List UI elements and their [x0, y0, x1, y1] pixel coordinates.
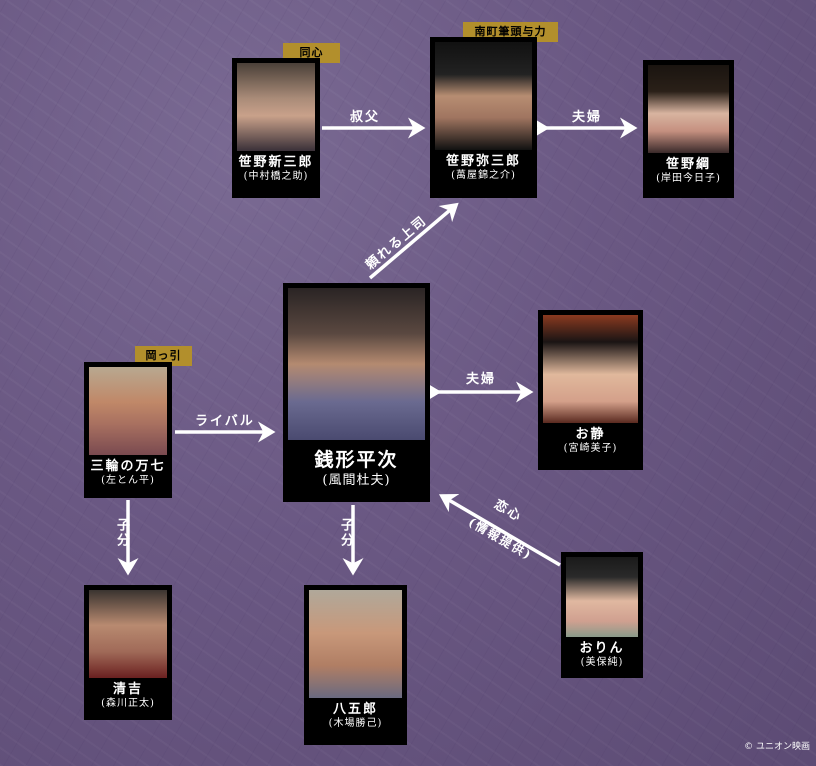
- arrow-love: [438, 494, 561, 567]
- role-badge-okappiki: 岡っ引: [135, 346, 192, 366]
- portrait-photo: [648, 65, 729, 153]
- character-card-tsuna[interactable]: 笹野綱 (岸田今日子): [643, 60, 734, 198]
- character-card-yasaburo[interactable]: 笹野弥三郎 (萬屋錦之介): [430, 37, 537, 198]
- actor-name: (宮崎美子): [563, 443, 618, 454]
- label-henchman-left: 子分: [114, 518, 129, 548]
- character-card-oshizu[interactable]: お静 (宮崎美子): [538, 310, 643, 470]
- actor-name: (左とん平): [101, 475, 155, 486]
- actor-name: (風間杜夫): [322, 473, 391, 488]
- character-card-heiji[interactable]: 銭形平次 (風間杜夫): [283, 283, 430, 502]
- character-name: 笹野弥三郎: [445, 154, 521, 169]
- portrait-photo: [435, 42, 532, 150]
- actor-name: (岸田今日子): [656, 173, 721, 184]
- portrait-photo: [309, 590, 402, 698]
- character-name: 清吉: [112, 682, 143, 697]
- label-couple-top: 夫婦: [572, 110, 603, 125]
- portrait-photo: [237, 63, 315, 151]
- character-name: おりん: [579, 641, 625, 656]
- character-name: お静: [575, 427, 606, 442]
- character-name: 笹野綱: [665, 157, 711, 172]
- label-rival: ライバル: [195, 414, 255, 429]
- actor-name: (美保純): [580, 657, 624, 668]
- character-card-manshichi[interactable]: 三輪の万七 (左とん平): [84, 362, 172, 498]
- label-uncle: 叔父: [350, 110, 381, 125]
- character-card-shinzaburo[interactable]: 笹野新三郎 (中村橋之助): [232, 58, 320, 198]
- arrow-boss: [368, 202, 459, 280]
- portrait-photo: [566, 557, 638, 637]
- portrait-photo: [288, 288, 425, 440]
- copyright-text: © ユニオン映画: [744, 742, 810, 752]
- label-henchman-center: 子分: [338, 518, 353, 548]
- character-name: 笹野新三郎: [238, 155, 314, 170]
- actor-name: (中村橋之助): [243, 171, 309, 182]
- character-name: 八五郎: [332, 702, 378, 717]
- label-couple-mid: 夫婦: [466, 372, 497, 387]
- actor-name: (森川正太): [101, 698, 155, 709]
- character-card-hachigoro[interactable]: 八五郎 (木場勝己): [304, 585, 407, 745]
- portrait-photo: [543, 315, 638, 423]
- actor-name: (木場勝己): [328, 718, 383, 729]
- character-card-orin[interactable]: おりん (美保純): [561, 552, 643, 678]
- portrait-photo: [89, 590, 167, 678]
- actor-name: (萬屋錦之介): [451, 170, 516, 181]
- character-card-seikichi[interactable]: 清吉 (森川正太): [84, 585, 172, 720]
- portrait-photo: [89, 367, 167, 455]
- character-name: 三輪の万七: [90, 459, 166, 474]
- character-name: 銭形平次: [314, 449, 399, 471]
